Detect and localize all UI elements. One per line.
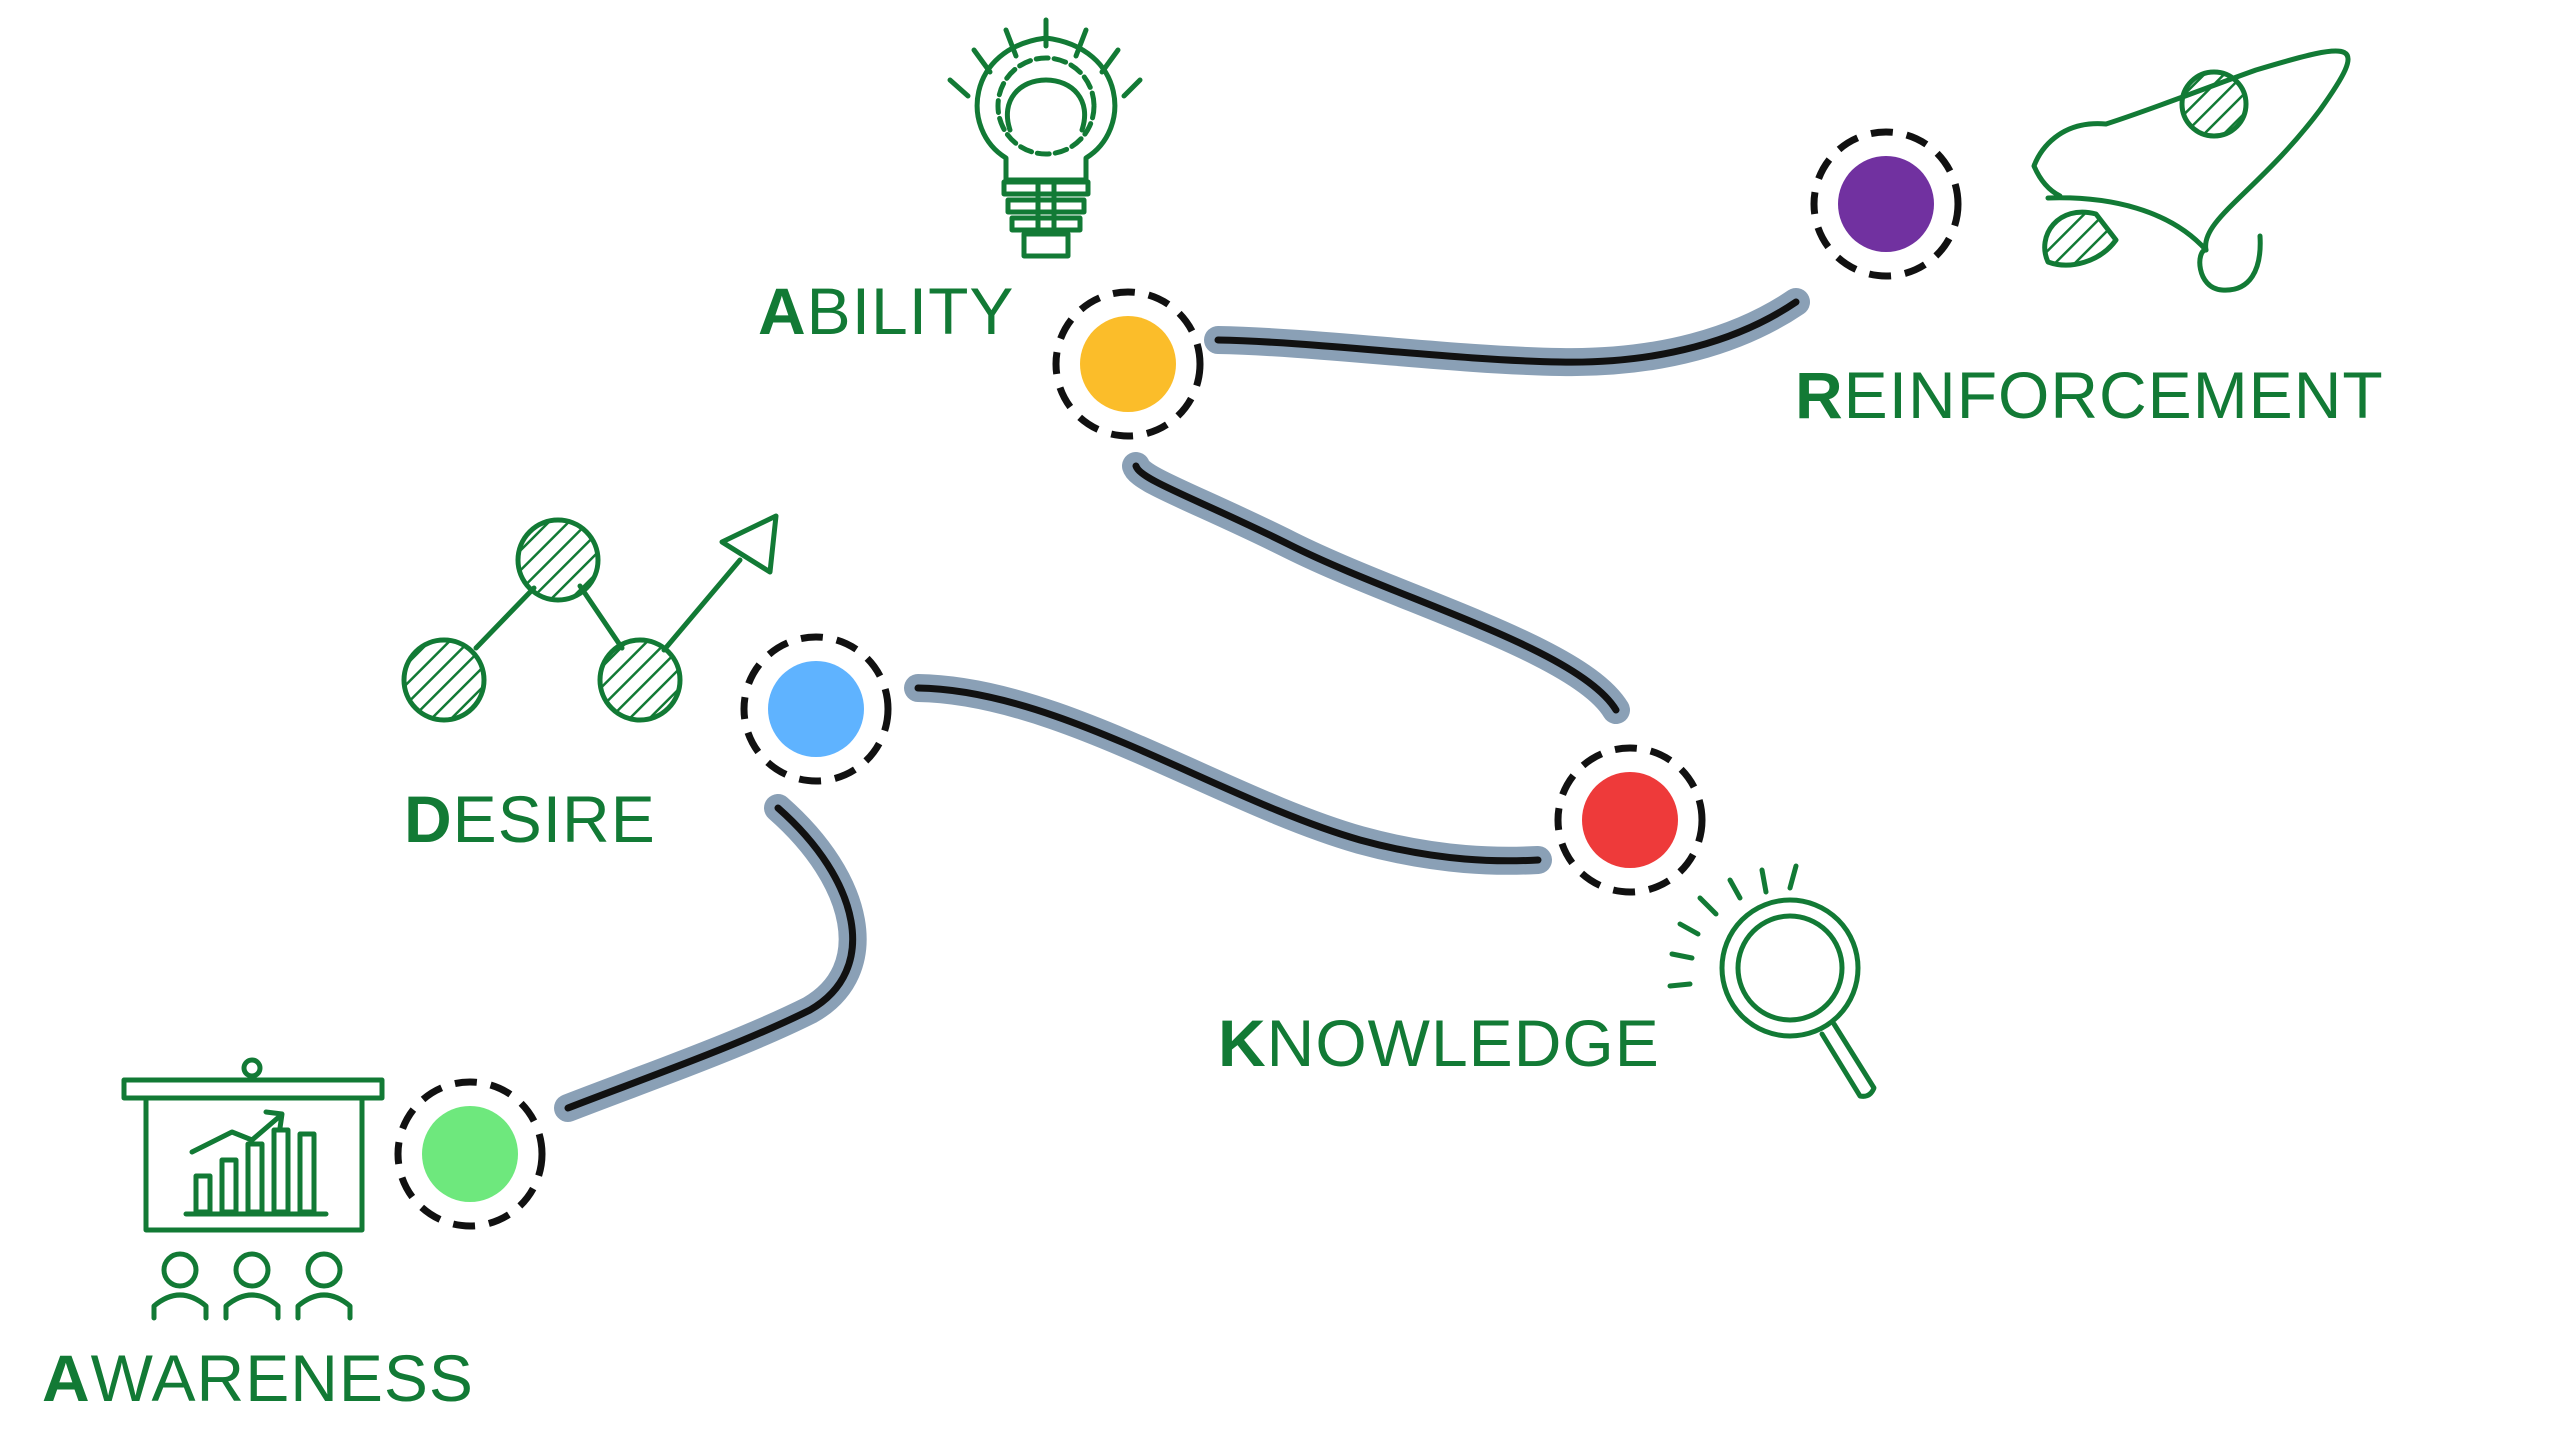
connector-desire-knowledge (904, 674, 1552, 875)
rocket-icon (2031, 48, 2351, 293)
lightbulb-gear-icon (947, 17, 1143, 259)
label-desire-rest: ESIRE (452, 782, 656, 856)
node-reinforcement (1810, 128, 1962, 280)
node-awareness (394, 1078, 546, 1230)
node-dot-reinforcement (1838, 156, 1934, 252)
label-knowledge-initial: K (1218, 1006, 1267, 1080)
connector-paths (554, 288, 1810, 1122)
label-reinforcement: REINFORCEMENT (1795, 362, 2384, 428)
label-reinforcement-rest: EINFORCEMENT (1843, 358, 2384, 432)
label-knowledge-rest: NOWLEDGE (1266, 1006, 1660, 1080)
stage-nodes (394, 128, 1962, 1230)
node-dot-knowledge (1582, 772, 1678, 868)
label-reinforcement-initial: R (1795, 358, 1844, 432)
node-dot-ability (1080, 316, 1176, 412)
connector-awareness-desire (554, 794, 867, 1122)
connector-ability-reinforcement (1204, 288, 1810, 377)
label-knowledge: KNOWLEDGE (1218, 1010, 1660, 1076)
label-awareness-initial: A (42, 1341, 91, 1415)
label-desire-initial: D (404, 782, 453, 856)
presentation-board-icon (121, 1057, 385, 1321)
magnifier-icon (1667, 863, 1877, 1099)
node-dot-awareness (422, 1106, 518, 1202)
node-knowledge (1554, 744, 1706, 896)
label-desire: DESIRE (404, 786, 656, 852)
growth-arrow-icon (401, 513, 779, 723)
node-desire (740, 633, 892, 785)
node-dot-desire (768, 661, 864, 757)
connector-knowledge-ability (1122, 452, 1630, 724)
label-ability-rest: BILITY (806, 274, 1015, 348)
label-awareness: AWARENESS (42, 1345, 474, 1411)
label-ability-initial: A (758, 274, 807, 348)
label-awareness-rest: WARENESS (90, 1341, 474, 1415)
label-ability: ABILITY (758, 278, 1014, 344)
node-ability (1052, 288, 1204, 440)
